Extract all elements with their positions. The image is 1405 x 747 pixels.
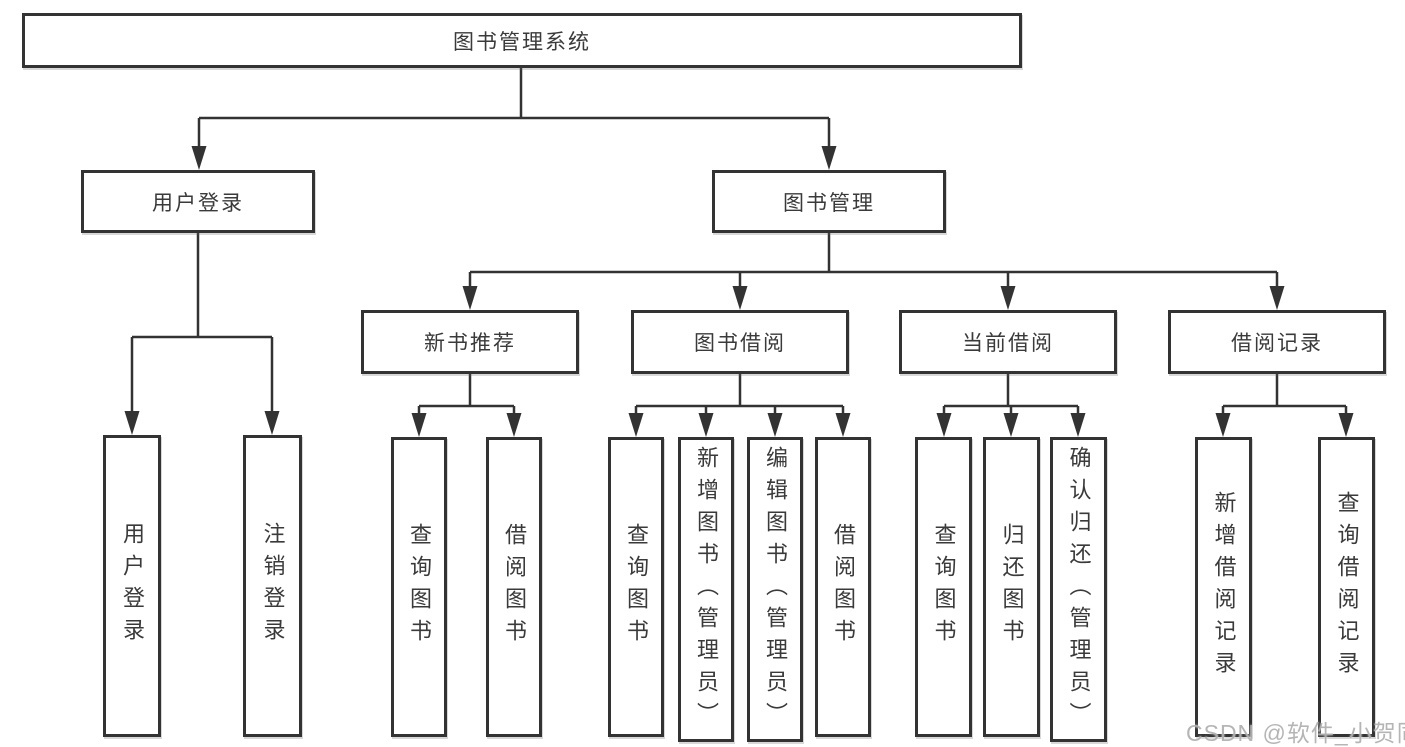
node-book-borrow: 图书借阅 <box>631 310 849 374</box>
leaf-borrow-query-books: 查询图书 <box>608 437 664 737</box>
leaf-confirm-return-admin: 确认归还（管理员） <box>1050 437 1107 742</box>
node-borrow-records: 借阅记录 <box>1168 310 1386 374</box>
leaf-add-books-admin: 新增图书（管理员） <box>678 437 734 742</box>
leaf-borrow-books: 借阅图书 <box>815 437 871 737</box>
leaf-current-query-books: 查询图书 <box>915 437 972 737</box>
leaf-edit-books-admin: 编辑图书（管理员） <box>747 437 803 742</box>
node-book-management: 图书管理 <box>712 170 946 233</box>
leaf-recommend-query-books: 查询图书 <box>391 437 447 737</box>
leaf-recommend-borrow-books: 借阅图书 <box>486 437 542 737</box>
leaf-query-borrow-record: 查询借阅记录 <box>1318 437 1375 737</box>
leaf-logout: 注销登录 <box>243 435 302 737</box>
node-root-system: 图书管理系统 <box>22 13 1022 68</box>
watermark: CSDN @软件_小贺同学 <box>1186 720 1405 746</box>
leaf-user-login: 用户登录 <box>103 435 161 737</box>
leaf-add-borrow-record: 新增借阅记录 <box>1195 437 1252 737</box>
node-current-borrow: 当前借阅 <box>899 310 1117 374</box>
node-user-login: 用户登录 <box>81 170 315 233</box>
leaf-return-books: 归还图书 <box>983 437 1040 737</box>
node-new-book-recommend: 新书推荐 <box>361 310 579 374</box>
